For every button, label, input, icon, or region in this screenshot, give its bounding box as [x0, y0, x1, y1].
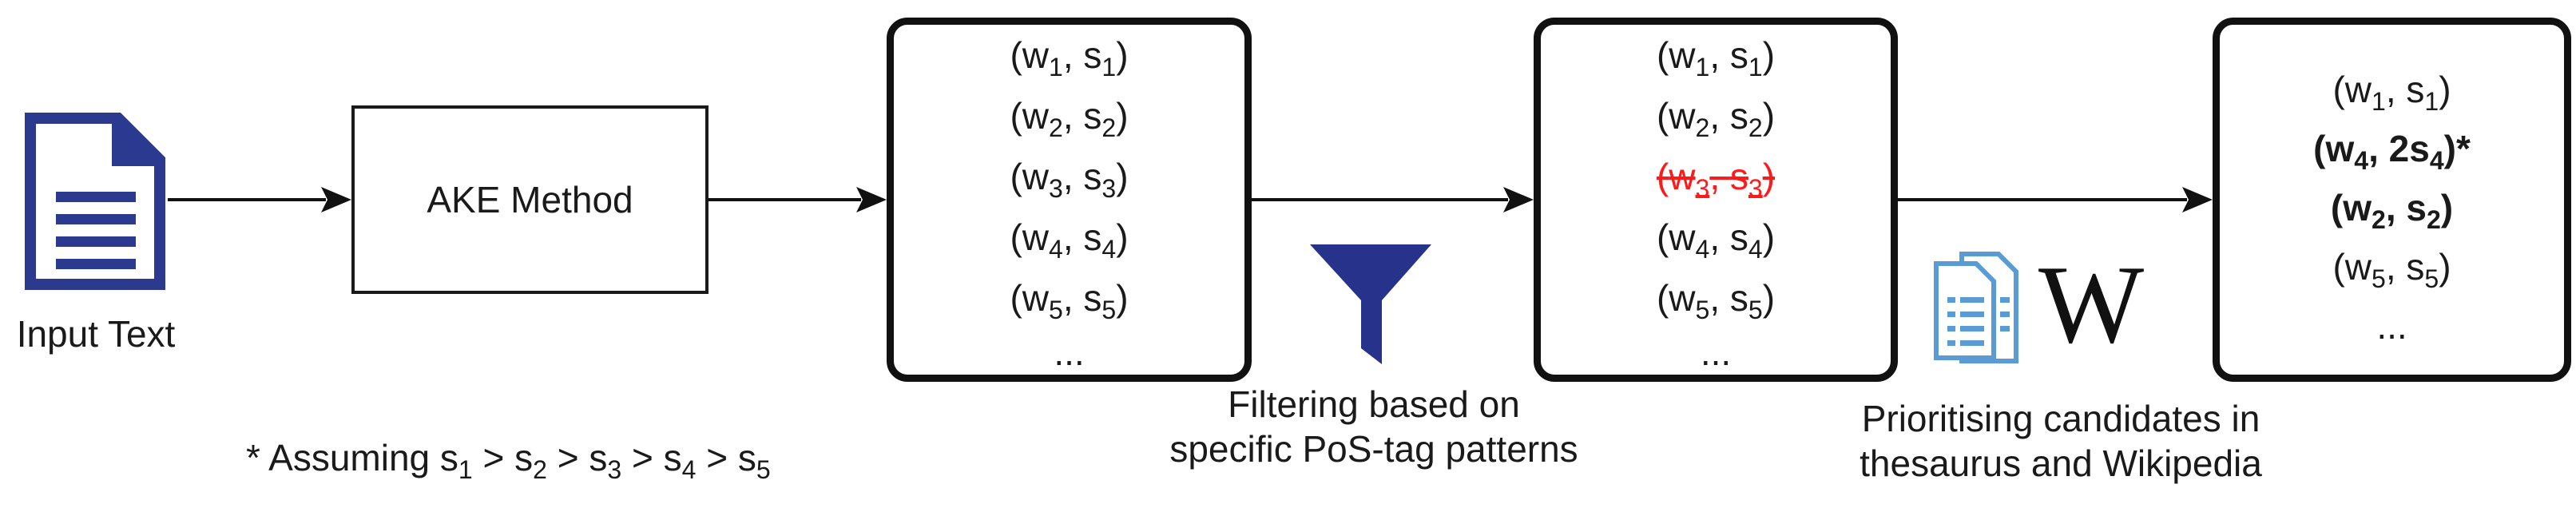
- list-ellipsis: ...: [2376, 305, 2407, 347]
- candidate-row: (w3, s3): [1010, 156, 1129, 203]
- arrow-list2-to-list3: [1898, 187, 2213, 212]
- filter-caption-line1: Filtering based on: [1228, 383, 1520, 425]
- boosted-candidate-row: (w4, 2s4)*: [2313, 128, 2471, 175]
- list-ellipsis: ...: [1054, 331, 1085, 373]
- document-icon: [25, 113, 165, 290]
- boosted-candidate-row: (w2, s2): [2330, 187, 2454, 234]
- list-ellipsis: ...: [1700, 331, 1732, 373]
- arrow-input-to-ake: [168, 187, 351, 212]
- prioritise-caption: Prioritising candidates in thesaurus and…: [1837, 396, 2284, 486]
- arrow-list1-to-list2: [1252, 187, 1534, 212]
- filter-caption-line2: specific PoS-tag patterns: [1169, 428, 1578, 470]
- candidate-row: (w4, s4): [1010, 216, 1129, 264]
- arrow-ake-to-list1: [708, 187, 887, 212]
- candidate-list-prioritised: (w1, s1) (w4, 2s4)* (w2, s2) (w5, s5) ..…: [2213, 18, 2571, 382]
- thesaurus-documents-icon: [1934, 252, 2018, 363]
- candidate-row: (w1, s1): [1656, 34, 1776, 81]
- candidate-row: (w1, s1): [1010, 34, 1129, 81]
- ake-method-label: AKE Method: [427, 179, 633, 220]
- prioritise-caption-line1: Prioritising candidates in: [1861, 398, 2260, 439]
- filter-caption: Filtering based on specific PoS-tag patt…: [1150, 382, 1598, 471]
- assumption-note: * Assuming s1 > s2 > s3 > s4 > s5: [246, 437, 771, 484]
- candidate-row: (w5, s5): [1656, 277, 1776, 324]
- removed-candidate-row: (w3, s3): [1656, 156, 1776, 203]
- candidate-row: (w5, s5): [2332, 246, 2451, 293]
- ake-method-box: AKE Method: [351, 105, 708, 294]
- candidate-list-filtered: (w1, s1) (w2, s2) (w3, s3) (w4, s4) (w5,…: [1534, 18, 1898, 382]
- input-text-label: Input Text: [16, 313, 176, 355]
- candidate-row: (w5, s5): [1010, 277, 1129, 324]
- prioritise-caption-line2: thesaurus and Wikipedia: [1860, 443, 2262, 484]
- funnel-icon: [1310, 244, 1431, 364]
- candidate-row: (w1, s1): [2332, 69, 2451, 116]
- wikipedia-logo: W: [2038, 243, 2145, 367]
- candidate-row: (w2, s2): [1656, 95, 1776, 142]
- candidate-list-raw: (w1, s1) (w2, s2) (w3, s3) (w4, s4) (w5,…: [887, 18, 1252, 382]
- candidate-row: (w2, s2): [1010, 95, 1129, 142]
- candidate-row: (w4, s4): [1656, 216, 1776, 264]
